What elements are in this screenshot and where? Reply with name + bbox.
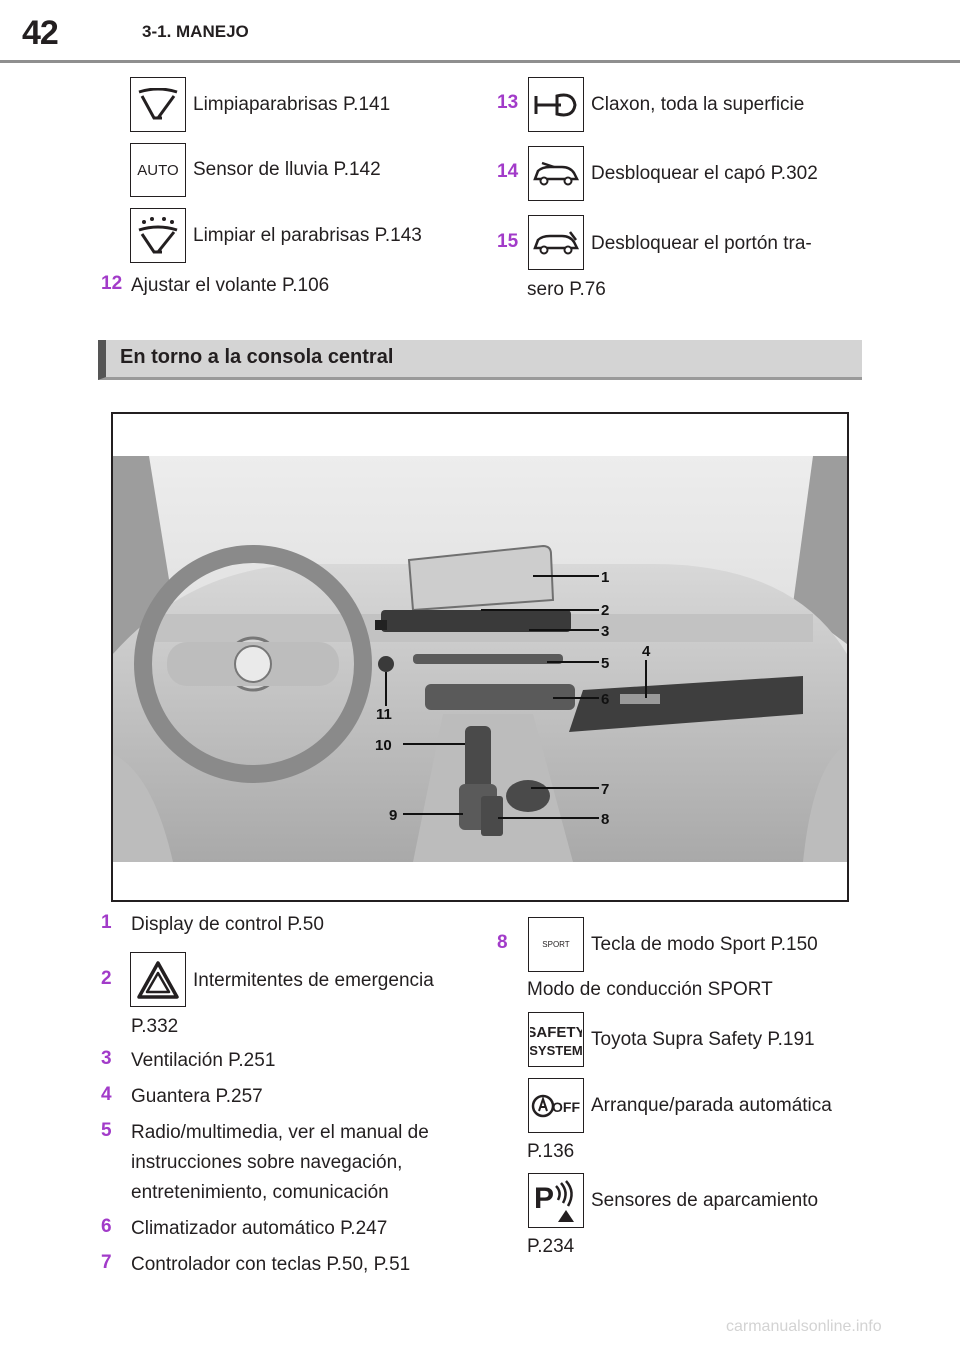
item-2-text: Intermitentes de emergencia — [193, 970, 434, 991]
sport-icon: SPORT — [528, 917, 584, 972]
item-number-4: 4 — [101, 1084, 112, 1105]
item-number-3: 3 — [101, 1048, 112, 1069]
horn-label: Claxon, toda la superficie — [591, 94, 805, 115]
callout-1: 1 — [601, 569, 609, 586]
callout-7: 7 — [601, 781, 609, 798]
item-number-1: 1 — [101, 912, 112, 933]
dashboard-drawing: 1 2 3 4 5 6 7 8 9 10 11 — [113, 456, 847, 862]
callout-5: 5 — [601, 655, 609, 672]
item-7-text: Controlador con teclas P.50, P.51 — [131, 1254, 411, 1275]
item-number-5: 5 — [101, 1120, 112, 1141]
svg-text:P: P — [534, 1182, 554, 1215]
svg-text:SAFETY: SAFETY — [530, 1024, 582, 1041]
auto-icon-label: AUTO — [137, 161, 179, 179]
item-number-8: 8 — [497, 932, 508, 953]
callout-2: 2 — [601, 602, 609, 619]
auto-start-stop-ref: P.136 — [527, 1141, 575, 1162]
item-4-text: Guantera P.257 — [131, 1086, 263, 1107]
watermark: carmanualsonline.info — [726, 1318, 882, 1335]
parking-sensor-icon: P — [528, 1173, 584, 1228]
item-number-14: 14 — [497, 161, 519, 182]
section-heading: 3-1. MANEJO — [142, 22, 249, 41]
callout-11: 11 — [376, 706, 392, 723]
header-rule — [0, 60, 960, 63]
safety-system-icon: SAFETY SYSTEM — [528, 1012, 584, 1067]
safety-label: Toyota Supra Safety P.191 — [591, 1029, 815, 1050]
item-number-13: 13 — [497, 92, 519, 113]
item-3-text: Ventilación P.251 — [131, 1050, 276, 1071]
washer-icon — [130, 208, 186, 263]
item-number-7: 7 — [101, 1252, 112, 1273]
item-5-text-3: entretenimiento, comunicación — [131, 1182, 389, 1203]
parking-sensor-ref: P.234 — [527, 1236, 575, 1257]
page-number: 42 — [22, 14, 59, 52]
item-12-text: Ajustar el volante P.106 — [131, 275, 330, 296]
callout-9: 9 — [389, 807, 397, 824]
hazard-icon — [130, 952, 186, 1007]
svg-text:OFF: OFF — [552, 1099, 580, 1115]
svg-text:SYSTEM: SYSTEM — [530, 1043, 582, 1058]
sport-icon-label: SPORT — [542, 940, 570, 949]
item-2-text-cont: P.332 — [131, 1016, 179, 1037]
tailgate-label: Desbloquear el portón tra- — [591, 233, 812, 254]
auto-start-stop-off-icon: OFF — [528, 1078, 584, 1133]
callout-6: 6 — [601, 691, 609, 708]
item-number-12: 12 — [101, 273, 123, 294]
washer-label: Limpiar el parabrisas P.143 — [193, 225, 422, 246]
item-6-text: Climatizador automático P.247 — [131, 1218, 388, 1239]
item-5-text-2: instrucciones sobre navegación, — [131, 1152, 403, 1173]
hood-label: Desbloquear el capó P.302 — [591, 163, 818, 184]
auto-icon: AUTO — [130, 143, 186, 197]
dashboard-illustration: 1 2 3 4 5 6 7 8 9 10 11 — [111, 412, 849, 902]
item-number-2: 2 — [101, 968, 112, 989]
rain-sensor-label: Sensor de lluvia P.142 — [193, 159, 381, 180]
horn-icon — [528, 77, 584, 132]
callout-10: 10 — [375, 737, 392, 754]
callout-3: 3 — [601, 623, 609, 640]
item-1-text: Display de control P.50 — [131, 914, 324, 935]
wiper-icon — [130, 77, 186, 132]
callout-8: 8 — [601, 811, 609, 828]
item-number-15: 15 — [497, 231, 519, 252]
parking-sensor-label: Sensores de aparcamiento — [591, 1190, 819, 1211]
section-title: En torno a la consola central — [120, 346, 394, 368]
item-5-text: Radio/multimedia, ver el manual de — [131, 1122, 429, 1143]
sport-label: Tecla de modo Sport P.150 — [591, 934, 818, 955]
item-number-6: 6 — [101, 1216, 112, 1237]
tailgate-label-cont: sero P.76 — [527, 279, 606, 300]
tailgate-icon — [528, 215, 584, 270]
sport-mode-label: Modo de conducción SPORT — [527, 979, 773, 1000]
callout-4: 4 — [642, 643, 651, 660]
hood-icon — [528, 146, 584, 201]
auto-start-stop-label: Arranque/parada automática — [591, 1095, 832, 1116]
section-title-bar: En torno a la consola central — [98, 340, 862, 380]
wiper-label: Limpiaparabrisas P.141 — [193, 94, 391, 115]
